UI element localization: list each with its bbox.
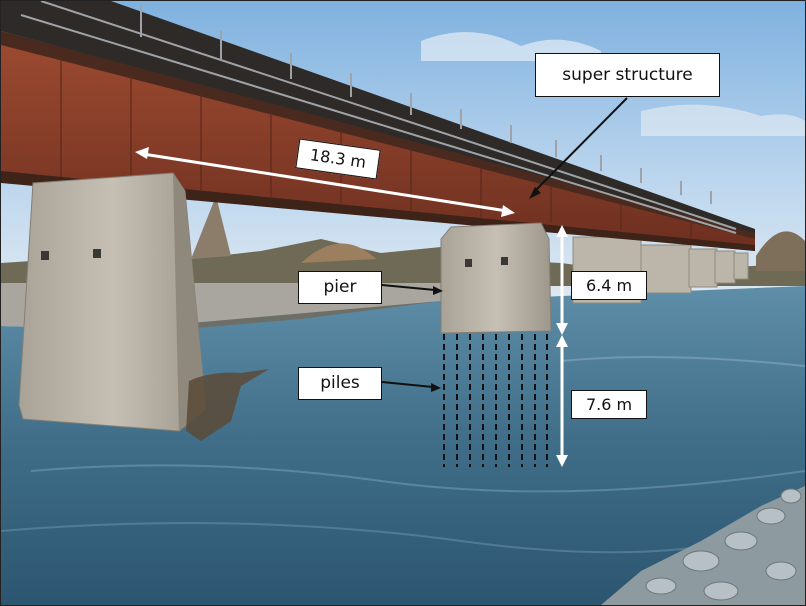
pier-left-shadow (173, 173, 206, 431)
pier-left-hole (93, 249, 101, 258)
super-structure-label: super structure (535, 53, 720, 97)
span-arrow (135, 147, 515, 217)
tree-line (191, 196, 231, 259)
piles (443, 334, 548, 467)
tree-line (756, 231, 805, 271)
pile-depth-arrow (556, 335, 568, 467)
deck-underside (1, 1, 755, 233)
pier-center-hole (465, 259, 472, 267)
pier-height-arrow (556, 225, 568, 335)
pier-left-hole (41, 251, 49, 260)
water-ripple (560, 356, 805, 367)
bridge-railing (20, 1, 737, 234)
cloud (641, 104, 805, 136)
pier-center-hole (501, 257, 508, 265)
pile-depth-label: 7.6 m (571, 390, 647, 419)
leader-lines (381, 97, 628, 392)
piles-label: piles (298, 367, 382, 400)
girder-top-flange (1, 31, 755, 239)
debris (186, 369, 269, 441)
pier-label: pier (298, 271, 382, 304)
tree-line (301, 243, 376, 263)
rocks (645, 488, 802, 601)
water-ripple (30, 464, 805, 493)
pier-height-label: 6.4 m (571, 271, 647, 300)
pier-center (440, 222, 552, 334)
girder-stiffeners (60, 57, 692, 237)
girder-bottom-flange (1, 171, 755, 251)
rocks (601, 486, 805, 605)
